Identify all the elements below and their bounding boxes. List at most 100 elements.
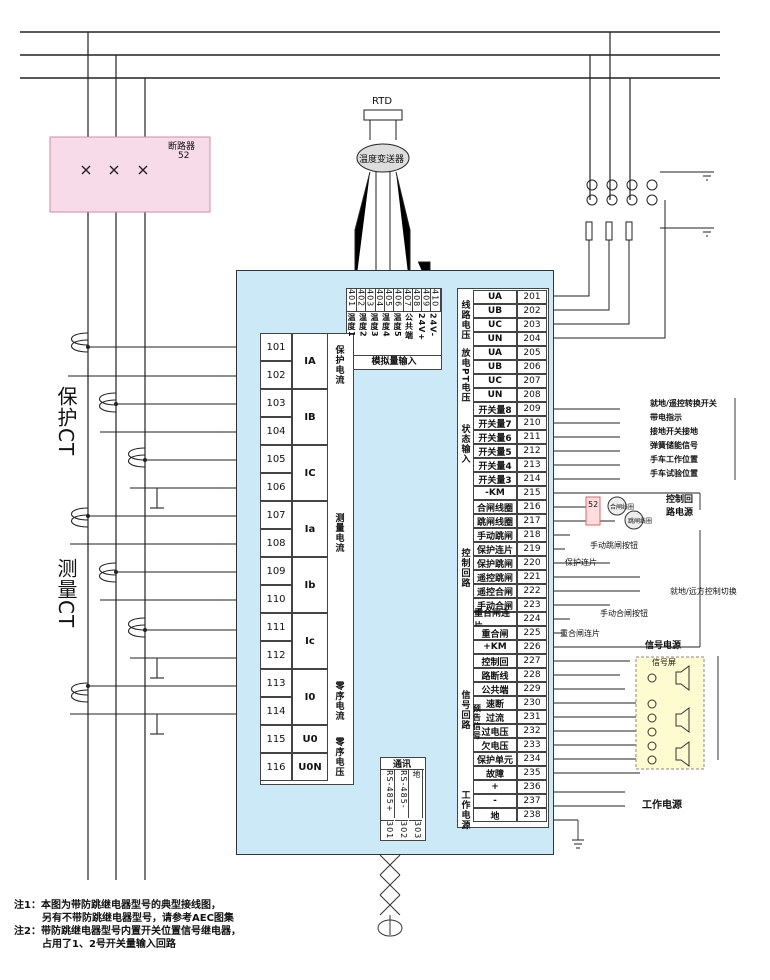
terminal-210: 210 — [517, 416, 547, 430]
terminal-113: 113 — [260, 669, 292, 697]
channel-symbol: I0 — [292, 669, 328, 725]
analog-channel-name: 温度4 — [381, 313, 391, 338]
ext-work_power: 工作电源 — [642, 800, 682, 811]
signal-name: UN — [473, 388, 517, 402]
analog-terminal-number: 407 — [402, 289, 413, 312]
analog-channel-name: 温度5 — [393, 313, 402, 338]
channel-symbol: U0N — [292, 753, 328, 781]
terminal-237: 237 — [517, 794, 547, 808]
group-status: 状态输入 — [459, 424, 470, 464]
terminal-234: 234 — [517, 752, 547, 766]
terminal-219: 219 — [517, 542, 547, 556]
analog-channel-name: 公共端 — [404, 313, 414, 340]
signal-name: 控制回 — [473, 654, 517, 668]
status-input-label: 弹簧储能信号 — [650, 441, 698, 450]
channel-symbol: Ic — [292, 613, 328, 669]
signal-name: 保护单元 — [473, 752, 517, 766]
terminal-201: 201 — [517, 290, 547, 304]
analog-terminal-number: 403 — [365, 289, 376, 312]
comm-block — [380, 757, 426, 841]
analog-input-title: 模拟量输入 — [346, 355, 442, 370]
signal-name: 开关量6 — [473, 430, 517, 444]
signal-name: 合闸线圈 — [473, 500, 517, 514]
group-control: 控制回路 — [459, 548, 470, 588]
terminal-220: 220 — [517, 556, 547, 570]
terminal-205: 205 — [517, 346, 547, 360]
signal-name: 跳闸线圈 — [473, 514, 517, 528]
signal-name: - — [473, 794, 517, 808]
analog-terminal-number: 405 — [384, 289, 395, 312]
rtd-label: RTD — [372, 96, 393, 107]
status-input-label: 接地开关接地 — [650, 427, 698, 436]
analog-terminal-number: 410 — [430, 289, 441, 312]
signal-name: 手动合闸 — [473, 598, 517, 612]
comm-terminal: 303 — [409, 820, 422, 839]
ext-tiao: 跳闸线圈 — [628, 518, 653, 525]
group-label: 测量电流 — [333, 513, 344, 553]
status-input-label: 手车工作位置 — [650, 455, 698, 464]
signal-name: UB — [473, 304, 517, 318]
ext-hand_close: 手动合闸按钮 — [600, 609, 648, 618]
signal-name: 重合闸 — [473, 626, 517, 640]
terminal-112: 112 — [260, 641, 292, 669]
signal-name: 保护连片 — [473, 542, 517, 556]
comm-title: 通讯 — [380, 757, 424, 770]
terminal-218: 218 — [517, 528, 547, 542]
signal-name: 故障 — [473, 766, 517, 780]
signal-name: 过流 — [473, 710, 517, 724]
signal-name: UN — [473, 332, 517, 346]
terminal-231: 231 — [517, 710, 547, 724]
terminal-203: 203 — [517, 318, 547, 332]
note-2-cont: 占用了1、2号开关量输入回路 — [42, 939, 176, 950]
status-input-label: 就地/遥控转换开关 — [650, 399, 717, 408]
terminal-232: 232 — [517, 724, 547, 738]
ext-hand_trip: 手动跳闸按钮 — [590, 541, 638, 550]
ext-he: 合闸线圈 — [610, 504, 635, 511]
signal-name: +KM — [473, 640, 517, 654]
channel-symbol: Ib — [292, 557, 328, 613]
ext-ctrl_power: 控制回路电源 — [666, 495, 694, 518]
ext-protect_plate: 保护连片 — [565, 558, 597, 567]
channel-symbol: IA — [292, 333, 328, 389]
analog-terminal-number: 401 — [347, 289, 357, 312]
terminal-114: 114 — [260, 697, 292, 725]
terminal-222: 222 — [517, 584, 547, 598]
group-label: 零序电压 — [333, 737, 344, 777]
terminal-111: 111 — [260, 613, 292, 641]
terminal-209: 209 — [517, 402, 547, 416]
group-signal: 信号回路 — [459, 690, 470, 730]
terminal-108: 108 — [260, 529, 292, 557]
terminal-206: 206 — [517, 360, 547, 374]
group-power: 工作电源 — [459, 790, 470, 830]
signal-name: 保护跳闸 — [473, 556, 517, 570]
terminal-104: 104 — [260, 417, 292, 445]
channel-symbol: IB — [292, 389, 328, 445]
terminal-226: 226 — [517, 640, 547, 654]
signal-name: UA — [473, 290, 517, 304]
terminal-235: 235 — [517, 766, 547, 780]
warning-signal-label: 预告信号 — [472, 704, 482, 740]
terminal-115: 115 — [260, 725, 292, 753]
ext-sig_power: 信号电源 — [645, 641, 682, 651]
group-line_v: 线路电压 — [459, 300, 470, 340]
terminal-109: 109 — [260, 557, 292, 585]
terminal-215: 215 — [517, 486, 547, 500]
comm-signal: RS-485- — [395, 770, 409, 818]
signal-name: 过电压 — [473, 724, 517, 738]
terminal-230: 230 — [517, 696, 547, 710]
channel-symbol: U0 — [292, 725, 328, 753]
terminal-223: 223 — [517, 598, 547, 612]
group-label: 零序电流 — [333, 681, 344, 721]
protect-ct-label: 保护CT — [54, 386, 78, 457]
signal-name: 开关量5 — [473, 444, 517, 458]
terminal-227: 227 — [517, 654, 547, 668]
terminal-207: 207 — [517, 374, 547, 388]
signal-name: 开关量4 — [473, 458, 517, 472]
signal-name: UC — [473, 374, 517, 388]
analog-terminal-number: 402 — [356, 289, 367, 312]
terminal-229: 229 — [517, 682, 547, 696]
temperature-transmitter-label: 温度变送器 — [359, 155, 405, 165]
terminal-224: 224 — [517, 612, 547, 626]
terminal-102: 102 — [260, 361, 292, 389]
